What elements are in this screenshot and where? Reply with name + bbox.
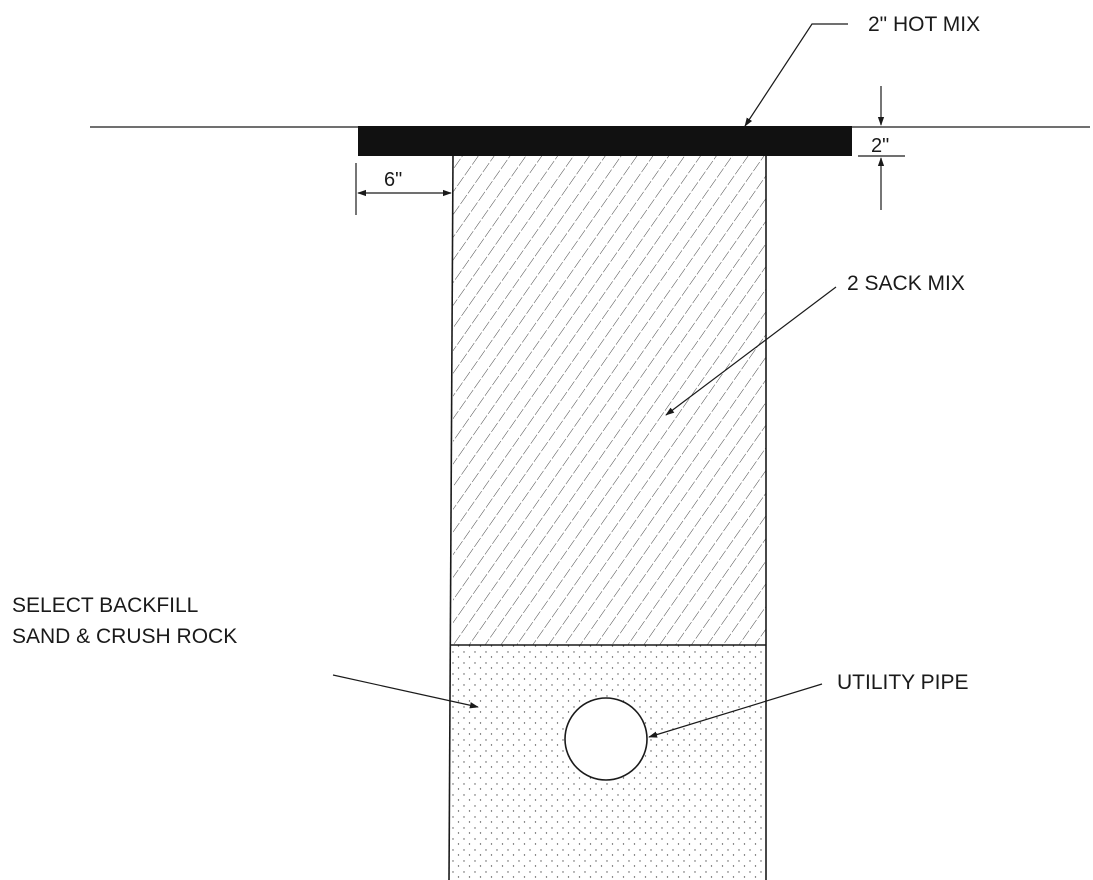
dim-2in-label: 2": [871, 135, 889, 157]
leader-hot-mix: [744, 23, 848, 127]
label-utility-pipe: UTILITY PIPE: [837, 671, 969, 694]
leader-sack-mix: [665, 286, 837, 416]
leader-backfill: [332, 674, 479, 709]
hot-mix-pavement: [358, 126, 852, 156]
label-hot-mix: 2" HOT MIX: [868, 13, 980, 36]
trench-wall-left: [448, 155, 454, 880]
leader-utility-pipe: [648, 683, 823, 738]
label-backfill-line2: SAND & CRUSH ROCK: [12, 625, 237, 648]
utility-pipe-circle: [564, 697, 648, 781]
sack-mix-fill: [453, 156, 766, 645]
dim-6in-label: 6": [384, 169, 402, 191]
label-backfill-line1: SELECT BACKFILL: [12, 594, 198, 617]
label-sack-mix: 2 SACK MIX: [847, 272, 965, 295]
